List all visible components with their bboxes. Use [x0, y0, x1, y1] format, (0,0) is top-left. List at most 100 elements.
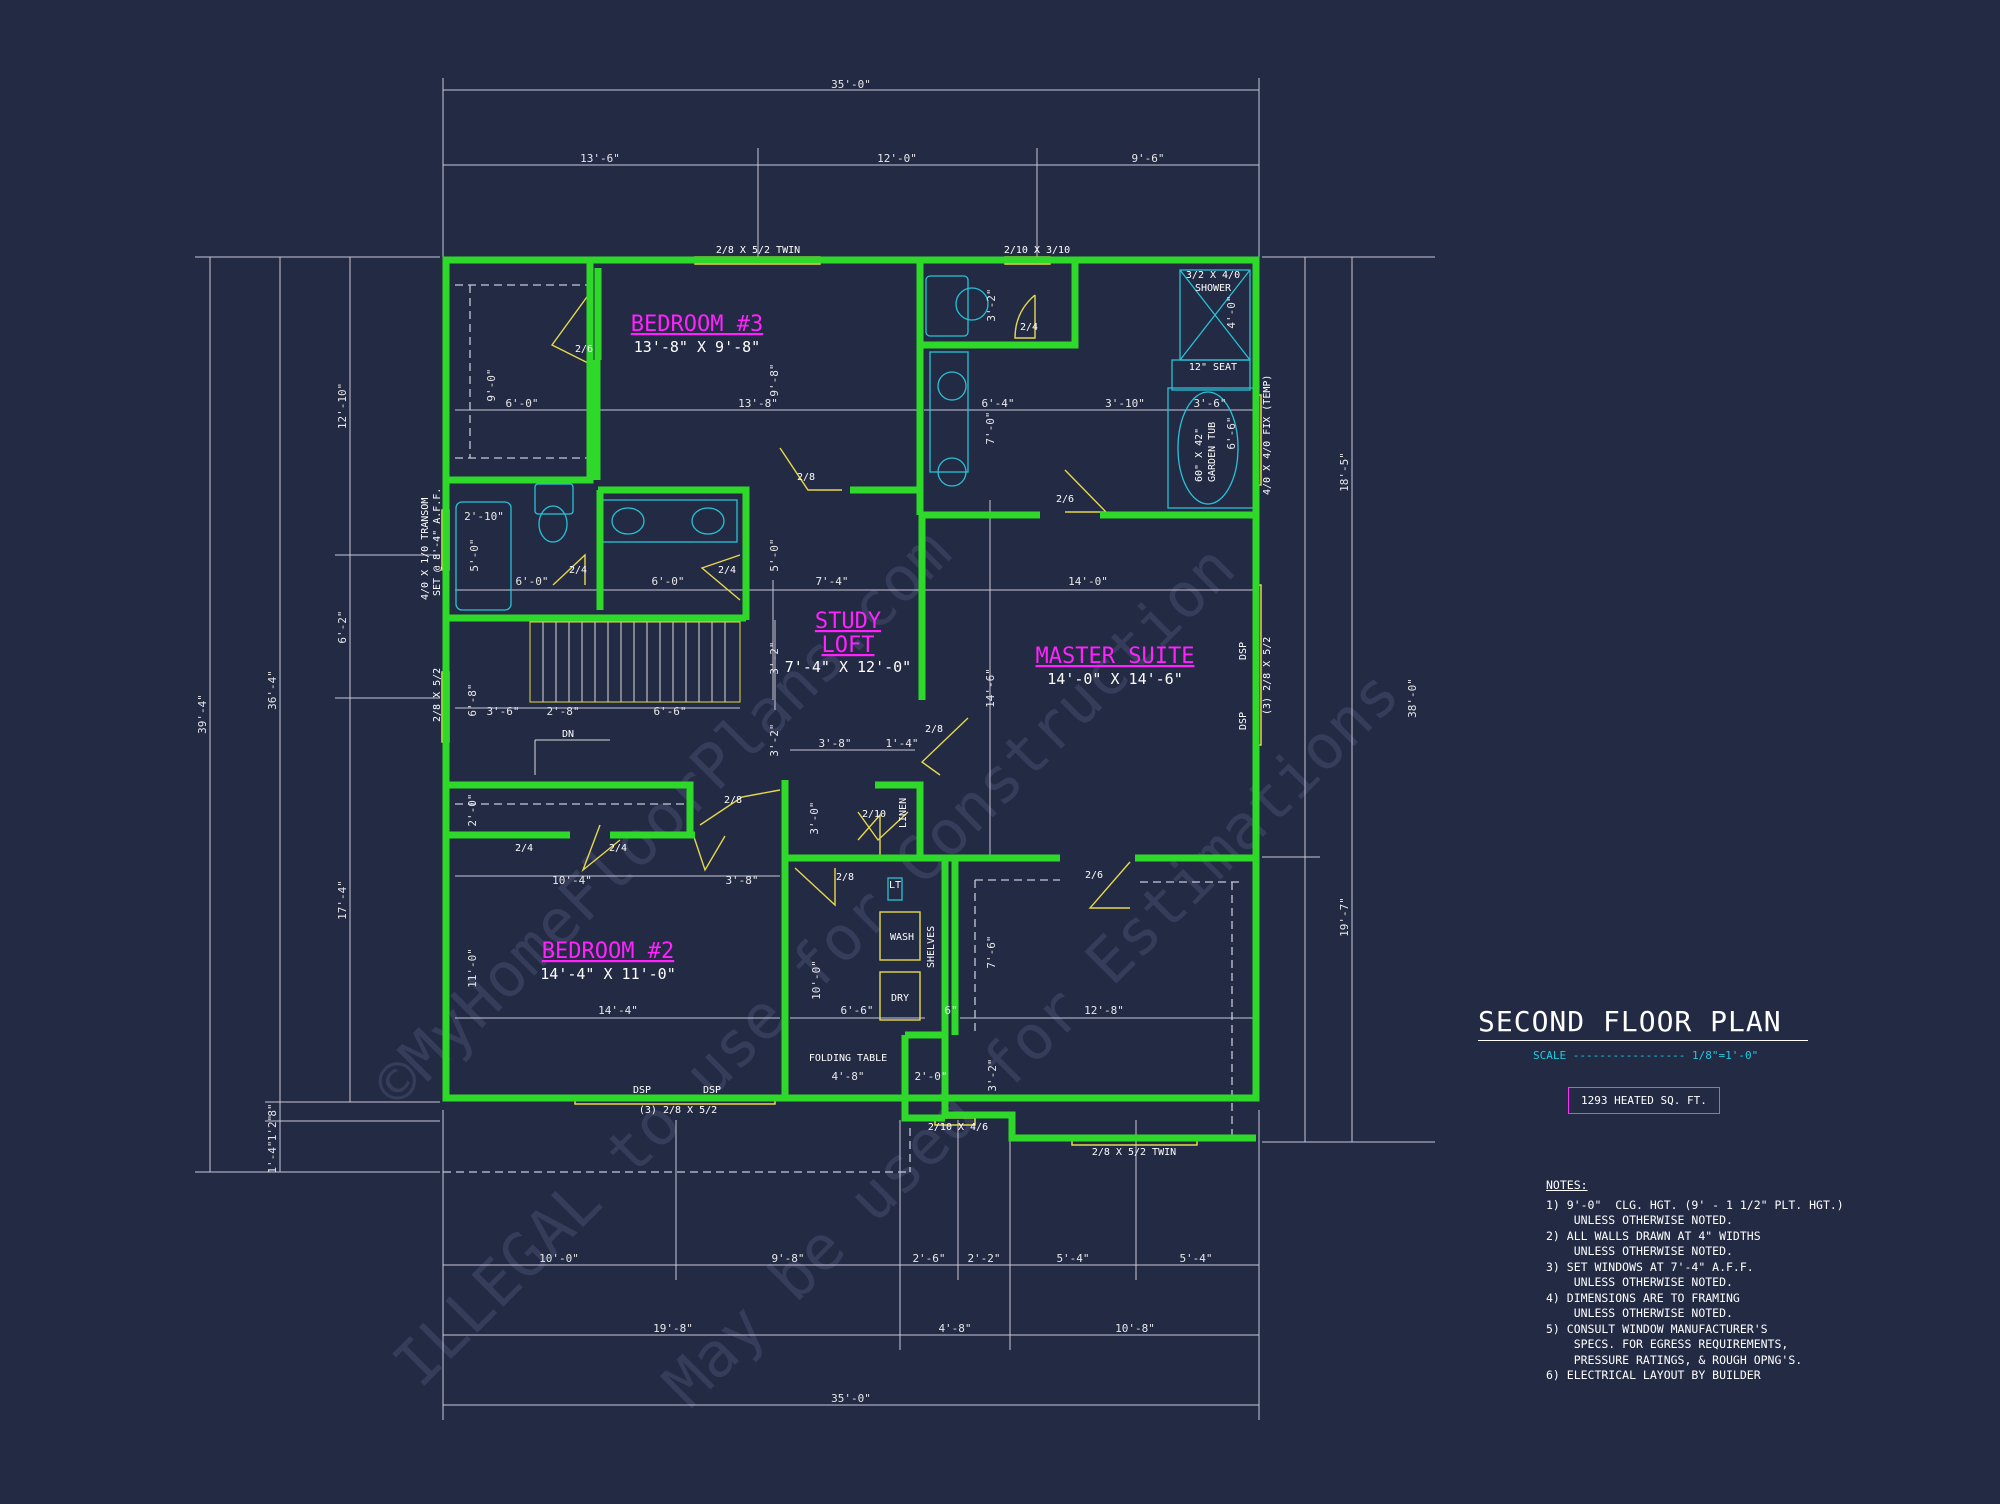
idim-38: 3'-8" — [818, 737, 851, 750]
label-dsp-4: DSP — [703, 1085, 721, 1096]
label-shower2: SHOWER — [1195, 283, 1232, 294]
interior-dimensions: 6'-0" 9'-0" 13'-8" 9'-8" 3'-2" 6'-4" 7'-… — [464, 288, 1238, 1091]
scale-value: 1/8"=1'-0" — [1691, 1049, 1759, 1062]
label-win-left3: 2/8 X 5/2 — [432, 668, 443, 722]
idim-100: 10'-0" — [810, 960, 823, 1000]
dim-left-h: 8" — [266, 1103, 279, 1116]
dim-bot-d: 2'-2" — [967, 1252, 1000, 1265]
dim-bot-h: 4'-8" — [938, 1322, 971, 1335]
study-name-2: LOFT — [822, 633, 875, 658]
study-name-1: STUDY — [815, 609, 881, 634]
dim-left-g: 1'2" — [266, 1115, 279, 1142]
idim-40: 4'-0" — [1225, 295, 1238, 328]
idim-64: 6'-4" — [981, 397, 1014, 410]
label-door-mbath: 2/6 — [1056, 494, 1074, 505]
note-line: SPECS. FOR EGRESS REQUIREMENTS, — [1546, 1337, 1789, 1351]
note-line: 4) DIMENSIONS ARE TO FRAMING — [1546, 1290, 1740, 1305]
note-line: UNLESS OTHERWISE NOTED. — [1546, 1306, 1733, 1320]
label-dsp-1: DSP — [1238, 642, 1249, 660]
idim-28: 2'-8" — [546, 705, 579, 718]
label-seat: 12" SEAT — [1189, 362, 1237, 373]
label-folding: FOLDING TABLE — [809, 1053, 887, 1064]
label-door-bed3: 2/6 — [575, 344, 593, 355]
dim-bot-e: 5'-4" — [1056, 1252, 1089, 1265]
idim-38b: 3'-8" — [725, 874, 758, 887]
dim-right-overall: 38'-0" — [1406, 678, 1419, 718]
label-win-left: 4/0 X 1/0 TRANSOM — [420, 498, 431, 600]
dim-right-b: 19'-7" — [1338, 897, 1351, 937]
dim-left-c: 12'-10" — [336, 383, 349, 429]
dim-top-a: 13'-6" — [580, 152, 620, 165]
idim-32d: 3'-2" — [986, 1058, 999, 1091]
heated-sqft-badge: 1293 HEATED SQ. FT. — [1568, 1087, 1720, 1114]
label-win-right: 4/0 X 4/0 FIX (TEMP) — [1262, 375, 1273, 495]
annotations: 2/8 X 5/2 TWIN 2/10 X 3/10 4/0 X 4/0 FIX… — [420, 245, 1273, 1158]
label-dsp-2: DSP — [1238, 712, 1249, 730]
note-line: PRESSURE RATINGS, & ROUGH OPNG'S. — [1546, 1352, 1803, 1367]
label-dsp-3: DSP — [633, 1085, 651, 1096]
idim-70: 7'-0" — [984, 411, 997, 444]
notes-list: 1) 9'-0" CLG. HGT. (9' - 1 1/2" PLT. HGT… — [1546, 1198, 1844, 1384]
scale-label: SCALE — [1533, 1049, 1567, 1062]
scale-leader: ----------------- — [1572, 1049, 1692, 1062]
idim-36: 3'-6" — [1193, 397, 1226, 410]
doors — [550, 289, 1131, 909]
label-door-bath2: 2/4 — [718, 565, 736, 576]
label-door-bath1: 2/4 — [569, 565, 587, 576]
idim-66b: 6'-6" — [653, 705, 686, 718]
idim-140: 14'-0" — [1068, 575, 1108, 588]
label-linen: LINEN — [898, 798, 909, 828]
idim-32: 3'-2" — [985, 288, 998, 321]
hidden-lines — [443, 284, 1240, 1173]
label-tub2: GARDEN TUB — [1207, 422, 1218, 482]
dim-top-c: 9'-6" — [1131, 152, 1164, 165]
dim-top-overall: 35'-0" — [831, 78, 871, 91]
note-line: 2) ALL WALLS DRAWN AT 4" WIDTHS — [1546, 1228, 1761, 1243]
idim-128: 12'-8" — [1084, 1004, 1124, 1017]
label-shower: 3/2 X 4/0 — [1186, 270, 1240, 281]
label-win-bot2: 2/10 X 4/6 — [928, 1122, 988, 1133]
label-door-closet1: 2/4 — [515, 843, 533, 854]
label-win-right2: (3) 2/8 X 5/2 — [1262, 637, 1273, 715]
label-door-wic: 2/6 — [1085, 870, 1103, 881]
label-door-master: 2/8 — [925, 724, 943, 735]
idim-30: 3'-0" — [808, 801, 821, 834]
master-name: MASTER SUITE — [1036, 644, 1195, 669]
idim-76: 7'-6" — [985, 935, 998, 968]
idim-36b: 3'-6" — [486, 705, 519, 718]
idim-20b: 2'-0" — [914, 1070, 947, 1083]
idim-312: 3'-2" — [768, 641, 781, 674]
dim-left-d: 6'-2" — [336, 610, 349, 643]
label-shelves: SHELVES — [926, 926, 937, 968]
note-line: 5) CONSULT WINDOW MANUFACTURER'S — [1546, 1321, 1768, 1336]
label-door-laundry: 2/8 — [836, 872, 854, 883]
bedroom3-name: BEDROOM #3 — [631, 312, 763, 337]
idim-14: 1'-4" — [885, 737, 918, 750]
scale-row: SCALE ----------------- 1/8"=1'-0" — [1478, 1049, 1808, 1062]
label-win-bot3: 2/8 X 5/2 TWIN — [1092, 1147, 1176, 1158]
idim-50b: 5'-0" — [768, 538, 781, 571]
notes-block: NOTES: 1) 9'-0" CLG. HGT. (9' - 1 1/2" P… — [1546, 1178, 1844, 1384]
idim-98: 9'-8" — [768, 363, 781, 396]
idim-60b: 6'-0" — [515, 575, 548, 588]
bedroom2-size: 14'-4" X 11'-0" — [540, 965, 675, 983]
note-line: UNLESS OTHERWISE NOTED. — [1546, 1275, 1733, 1289]
fixtures — [455, 269, 1255, 1021]
dim-bot-f: 5'-4" — [1179, 1252, 1212, 1265]
label-door-linen: 2/10 — [862, 809, 886, 820]
dim-bot-a: 10'-0" — [539, 1252, 579, 1265]
label-lt: LT — [889, 880, 901, 891]
interior-dim-lines — [455, 409, 1253, 1019]
dim-left-f: 1'-4" — [266, 1140, 279, 1173]
label-dn: DN — [562, 729, 574, 740]
master-size: 14'-0" X 14'-6" — [1047, 670, 1182, 688]
label-tub: 60" X 42" — [1194, 428, 1205, 482]
label-win-top2: 2/10 X 3/10 — [1004, 245, 1070, 256]
title-block: SECOND FLOOR PLAN SCALE ----------------… — [1478, 1005, 1808, 1062]
dim-right-a: 18'-5" — [1338, 452, 1351, 492]
label-door-bed2: 2/8 — [724, 795, 742, 806]
dim-left-overall: 39'-4" — [196, 694, 209, 734]
dim-top-b: 12'-0" — [877, 152, 917, 165]
idim-146: 14'-6" — [984, 668, 997, 708]
